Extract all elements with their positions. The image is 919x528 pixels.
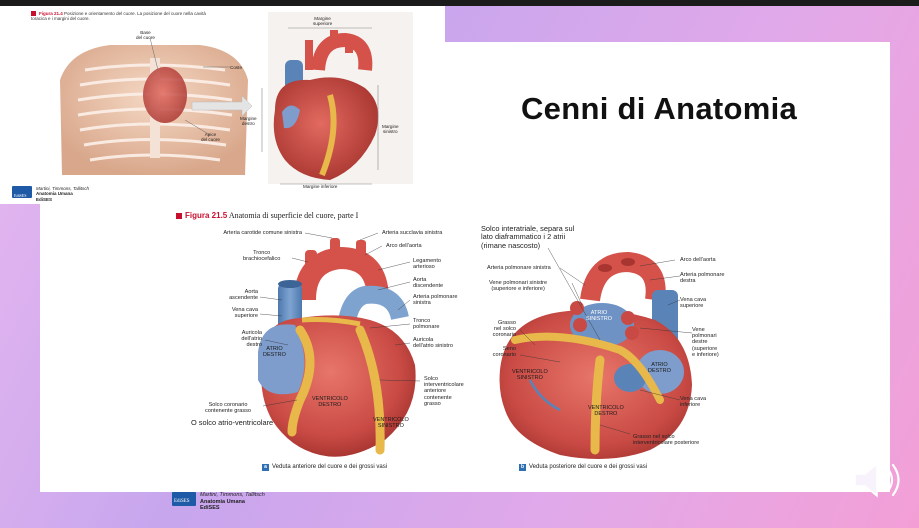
label-arteria-carotide: Arteria carotide comune sinistra bbox=[223, 230, 302, 236]
label-arco-aorta-post: Arco dell'aorta bbox=[680, 257, 716, 263]
subcaption-badge-a: a bbox=[262, 464, 269, 471]
label-arteria-polmonare-destra: Arteria polmonare destra bbox=[680, 272, 725, 285]
subcaption-anterior-text: Veduta anteriore del cuore e dei grossi … bbox=[272, 464, 388, 470]
publisher-authors: Martini, Timmons, Tallitsch bbox=[36, 186, 90, 191]
label-vene-polmonari-destre: Vene polmonari destre (superiore e infer… bbox=[692, 327, 719, 358]
subcaption-badge-b: b bbox=[519, 464, 526, 471]
label-auricola-atrio-sinistro: Auricola dell'atrio sinistro bbox=[413, 337, 453, 350]
label-ventricolo-sinistro-anterior: VENTRICOLO SINISTRO bbox=[373, 417, 409, 429]
label-tronco-brachiocefalico: Tronco brachiocefalico bbox=[243, 250, 281, 263]
figure-21-4-caption-text: Posizione e orientamento del cuore. La p… bbox=[31, 11, 206, 22]
publisher-book: Anatomia Umana bbox=[36, 191, 73, 197]
label-apice-cuore: Apice del cuore bbox=[201, 132, 220, 142]
label-vena-cava-superiore: Vena cava superiore bbox=[231, 307, 258, 320]
logo-text: EdiSES bbox=[174, 499, 190, 504]
slide-title: Cenni di Anatomia bbox=[521, 91, 798, 126]
label-ventricolo-sinistro-post: VENTRICOLO SINISTRO bbox=[512, 369, 548, 381]
label-arteria-polmonare-sinistra-post: Arteria polmonare sinistra bbox=[487, 265, 551, 271]
publisher-text: Martini, Timmons, Tallitsch Anatomia Uma… bbox=[36, 186, 89, 202]
label-margine-inferiore: Margine inferiore bbox=[303, 184, 338, 189]
figure-marker bbox=[31, 11, 36, 17]
figure-21-4-caption: Figura 21.4 Posizione e orientamento del… bbox=[31, 11, 221, 21]
logo-text: EdiSES bbox=[14, 193, 27, 198]
label-margine-superiore: Margine superiore bbox=[313, 16, 333, 26]
label-grasso-solco-coronario: Grasso nel solco coronario bbox=[492, 320, 516, 339]
label-vene-polmonari-sinistre: Vene polmonari sinistre (superiore e inf… bbox=[489, 280, 548, 293]
publisher-book: Anatomia Umana bbox=[200, 498, 245, 505]
figure-marker bbox=[176, 213, 182, 220]
label-grasso-solco-posteriore: Grasso nel solco interventricolare poste… bbox=[633, 434, 700, 447]
label-vena-cava-superiore-post: Vena cava superiore bbox=[680, 297, 707, 310]
label-base-cuore: Base del cuore bbox=[136, 30, 155, 40]
label-auricola-atrio-destro: Auricola dell'atrio destro bbox=[241, 330, 262, 349]
label-aorta-discendente: Aorta discendente bbox=[413, 277, 444, 290]
label-vena-cava-inferiore: Vena cava inferiore bbox=[680, 396, 707, 409]
label-atrio-destro-anterior: ATRIO DESTRO bbox=[263, 346, 286, 358]
publisher-text: Martini, Timmons, Tallitsch Anatomia Uma… bbox=[200, 492, 265, 512]
figure-21-4-label: Figura 21.4 bbox=[39, 11, 63, 16]
edises-logo: EdiSES bbox=[172, 492, 196, 506]
publisher-authors: Martini, Timmons, Tallitsch bbox=[200, 492, 265, 498]
figure-21-5-caption-text: Anatomia di superficie del cuore, parte … bbox=[228, 211, 359, 220]
label-solco-interatriale: Solco interatriale, separa sul lato diaf… bbox=[481, 224, 575, 250]
publisher-house: EdiSES bbox=[200, 505, 220, 512]
label-margine-sinistro: Margine sinistro bbox=[382, 124, 399, 134]
label-ventricolo-destro-post: VENTRICOLO DESTRO bbox=[588, 405, 624, 417]
label-aorta-ascendente: Aorta ascendente bbox=[229, 289, 258, 302]
edises-logo: EdiSES bbox=[12, 186, 32, 198]
speaker-icon[interactable] bbox=[851, 460, 909, 500]
label-tronco-polmonare: Tronco polmonare bbox=[413, 318, 440, 331]
label-arteria-succlavia: Arteria succlavia sinistra bbox=[382, 230, 443, 236]
figure-21-5-caption: Figura 21.5 Anatomia di superficie del c… bbox=[176, 211, 358, 220]
top-bar bbox=[0, 0, 919, 6]
label-solco-coronario: Solco coronario contenente grasso bbox=[205, 402, 252, 415]
label-margine-destro: Margine destro bbox=[240, 116, 257, 126]
label-atrio-destro-post: ATRIO DESTRO bbox=[648, 362, 671, 374]
label-legamento-arterioso: Legamento arterioso bbox=[413, 258, 441, 271]
label-solco-interventricolare: Solco interventricolare anteriore conten… bbox=[424, 376, 464, 407]
label-coste: Coste bbox=[230, 65, 243, 70]
speaker-icon-graphic bbox=[854, 462, 900, 498]
label-arco-aorta: Arco dell'aorta bbox=[386, 243, 422, 249]
publisher-house: EdiSES bbox=[36, 196, 53, 202]
label-arteria-polmonare-sinistra: Arteria polmonare sinistra bbox=[413, 294, 458, 307]
label-seno-coronario: Seno coronario bbox=[492, 346, 516, 359]
subcaption-posterior-text: Veduta posteriore del cuore e dei grossi… bbox=[529, 464, 648, 470]
label-solco-atrio-ventricolare: O solco atrio-ventricolare bbox=[191, 418, 274, 427]
label-atrio-sinistro-post: ATRIO SINISTRO bbox=[586, 310, 612, 322]
label-ventricolo-destro-anterior: VENTRICOLO DESTRO bbox=[312, 396, 348, 408]
figure-21-5-label: Figura 21.5 bbox=[185, 211, 228, 220]
